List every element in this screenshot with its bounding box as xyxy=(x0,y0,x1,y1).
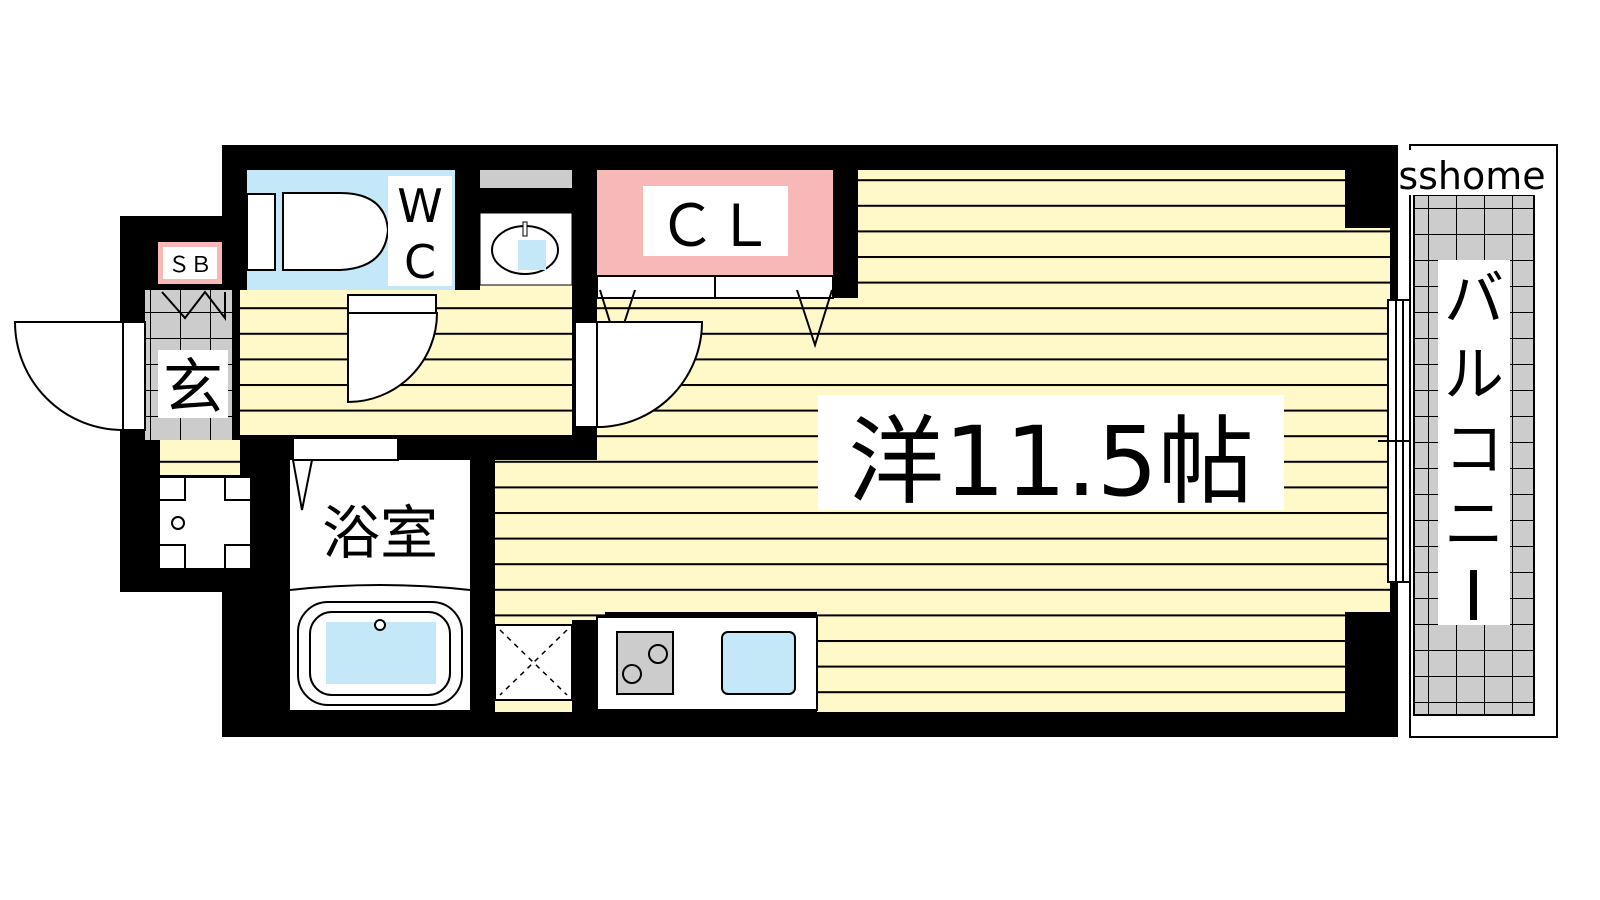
drain-icon xyxy=(171,516,185,530)
balcony-label-5: ー xyxy=(1474,617,1475,619)
bathroom: 浴室 xyxy=(289,437,471,710)
toilet-icon xyxy=(246,192,390,271)
entrance: ＳＢ 玄 xyxy=(13,242,232,440)
balcony-label-2: ル xyxy=(1444,340,1504,410)
bathtub-icon xyxy=(297,601,463,706)
closet-label: ＣＬ xyxy=(658,192,774,260)
shoe-box-label: ＳＢ xyxy=(168,253,212,278)
main-room-label: 洋11.5帖 xyxy=(848,406,1254,518)
balcony-label-3: コ xyxy=(1444,415,1504,485)
washing-machine-space xyxy=(494,624,573,701)
toilet-door[interactable] xyxy=(347,294,439,404)
bathroom-door[interactable] xyxy=(292,437,399,461)
balcony-label-1: バ xyxy=(1444,265,1504,335)
bathroom-label: 浴室 xyxy=(322,499,438,567)
balcony: バ ル コ ニ ー sshome xyxy=(1398,144,1558,738)
kitchen-sink-icon xyxy=(721,631,796,695)
room-door[interactable] xyxy=(574,321,704,429)
toilet-label-c: C xyxy=(404,235,436,289)
stove-icon xyxy=(616,631,674,695)
entrance-label: 玄 xyxy=(163,353,223,423)
kitchen xyxy=(596,616,818,711)
entrance-door[interactable] xyxy=(13,321,146,432)
balcony-label-4: ニ xyxy=(1444,490,1504,560)
closet-door-right[interactable] xyxy=(796,289,833,349)
washbasin xyxy=(479,170,573,286)
balcony-label-5-mark xyxy=(1470,570,1477,620)
toilet-label-w: W xyxy=(397,179,442,233)
shoe-box-doors[interactable] xyxy=(161,290,226,321)
toilet-room: W C xyxy=(246,170,455,404)
closet: ＣＬ xyxy=(596,170,834,349)
utility-space xyxy=(160,478,250,568)
main-room-label-box xyxy=(818,395,1284,510)
watermark: sshome xyxy=(1398,154,1545,198)
